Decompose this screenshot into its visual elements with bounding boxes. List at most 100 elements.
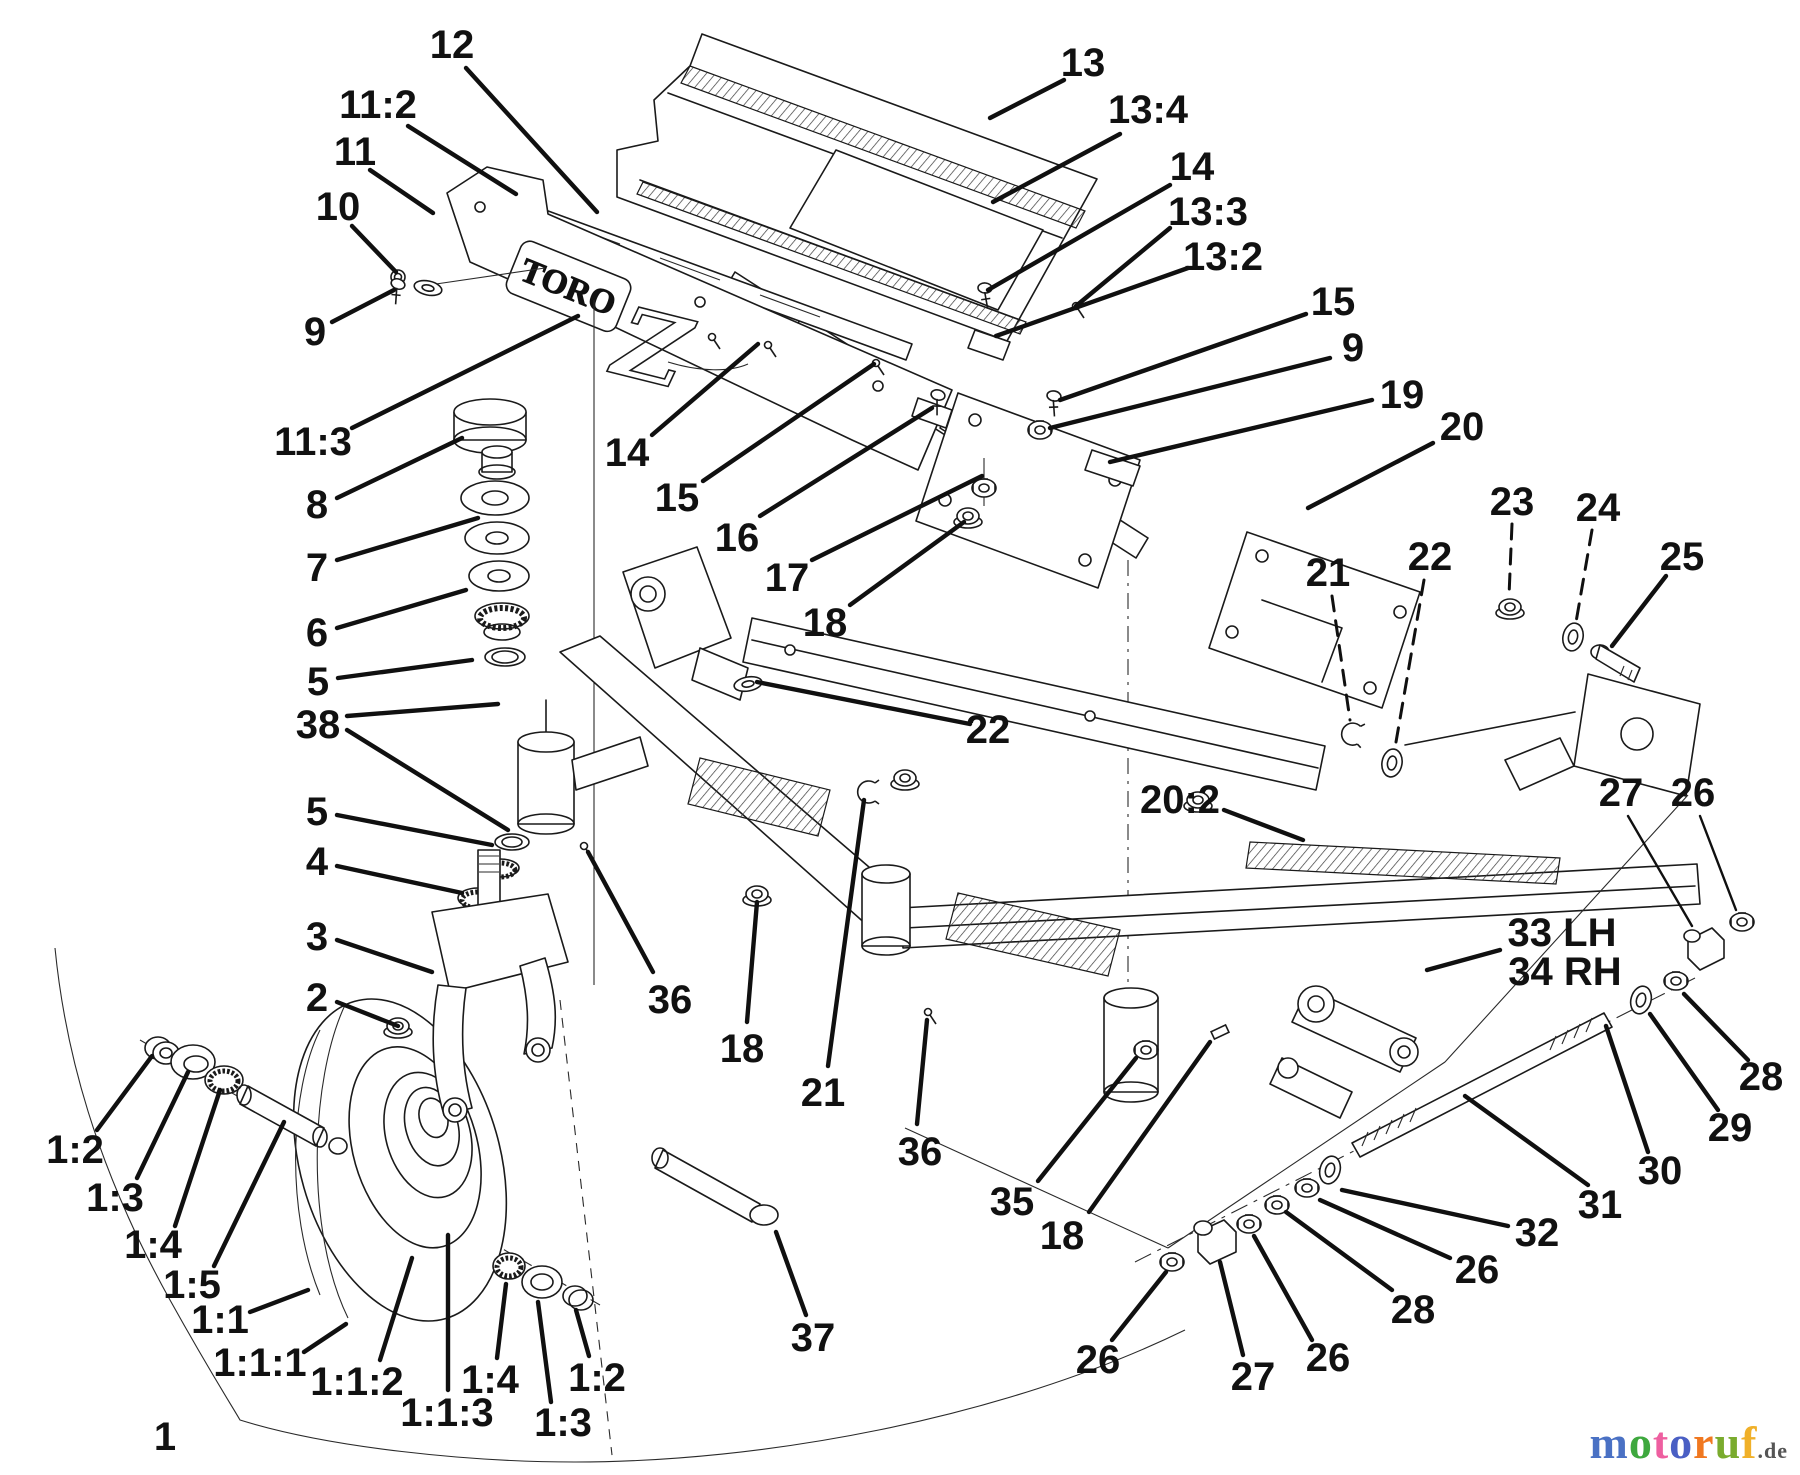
part-label-34-RH: 34 RH [1508,950,1621,994]
leader-line-5 [335,657,475,681]
leader-line-15 [700,361,877,484]
washer-icon [1561,622,1585,652]
leader-line-35 [1035,1055,1139,1184]
leader-line-18 [744,899,760,1025]
watermark-letter: f [1741,1417,1758,1468]
leader-line-1:3 [535,1299,554,1405]
part-label-36: 36 [898,1130,943,1174]
part-label-38: 38 [296,703,341,747]
nut-icon [1264,1195,1290,1215]
nut-icon [1294,1178,1320,1198]
leader-line-36 [585,849,656,975]
part-label-15: 15 [655,476,700,520]
pin-icon [707,332,721,350]
part-label-13: 13 [1061,41,1106,85]
part-label-9: 9 [1342,326,1364,370]
part-labels: 1211:21110911:387653854321:21:31:41:51:1… [46,23,1783,1459]
leader-line-1:4 [494,1281,509,1361]
part-label-21: 21 [1306,551,1351,595]
part-label-26: 26 [1455,1248,1500,1292]
part-label-1:4: 1:4 [461,1358,520,1402]
part-label-1:2: 1:2 [568,1356,626,1400]
watermark-letter: t [1652,1417,1670,1468]
leader-line-1:2 [94,1053,155,1133]
main-frame [559,392,1701,1249]
part-label-20:2: 20:2 [1140,778,1220,822]
leader-line-13:3 [1073,225,1173,309]
part-label-36: 36 [648,978,693,1022]
watermark-logo: motoruf.de [1590,1416,1789,1469]
leader-line-24 [1573,528,1594,630]
part-label-12: 12 [430,23,475,67]
fwasher-icon [413,279,443,297]
leader-line-9 [1047,355,1333,431]
part-label-6: 6 [306,611,328,655]
leader-line-9 [329,287,397,325]
nut-icon [1663,971,1689,991]
part-label-25: 25 [1660,535,1705,579]
part-label-15: 15 [1311,280,1356,324]
part-label-8: 8 [306,483,328,527]
ering-icon [856,779,880,805]
part-label-26: 26 [1076,1338,1121,1382]
part-label-1:4: 1:4 [124,1223,183,1267]
fnut-icon [1495,598,1525,620]
washer-icon [1318,1155,1342,1185]
leader-line-18 [1086,1039,1213,1215]
watermark-letter: r [1693,1417,1715,1468]
pin-icon [923,1007,937,1025]
plate-hardware-25 [1590,644,1641,683]
leader-line-20 [1305,440,1436,511]
washer-icon [1381,748,1403,778]
part-label-7: 7 [306,546,328,590]
leader-line-1:1 [247,1287,311,1315]
nut-icon [971,478,997,498]
leader-line-1:5 [211,1119,287,1269]
part-label-37: 37 [791,1316,836,1360]
side-plate: TORO Z [435,166,953,471]
part-label-1:1:3: 1:1:3 [400,1391,493,1435]
screw-icon [930,389,946,416]
part-label-1:1: 1:1 [191,1298,249,1342]
part-label-26: 26 [1306,1336,1351,1380]
fnut-icon [890,769,920,791]
leader-line-26 [1109,1269,1169,1343]
leader-line-1:2 [573,1307,592,1359]
adjustment-rod [1134,927,1725,1265]
leader-line-15 [1057,311,1309,403]
part-label-13:3: 13:3 [1168,190,1248,234]
leader-line-30 [1603,1023,1651,1155]
part-label-28: 28 [1739,1055,1784,1099]
caster-fork [431,849,613,1456]
part-label-22: 22 [966,708,1011,752]
part-label-27: 27 [1599,771,1644,815]
watermark-letter: u [1714,1417,1742,1468]
part-label-17: 17 [765,556,810,600]
part-label-28: 28 [1391,1288,1436,1332]
part-label-19: 19 [1380,373,1425,417]
deck-top-panel [616,33,1098,342]
part-label-33-LH: 33 LH [1508,911,1617,955]
leader-line-5 [334,812,495,848]
caster-spindle-stack [453,398,649,911]
nut-icon [1133,1040,1159,1060]
part-label-1:5: 1:5 [163,1263,221,1307]
leader-line-2 [334,999,401,1029]
part-label-11:2: 11:2 [339,83,417,127]
leader-line-1:1:1 [301,1321,349,1355]
watermark-letter: o [1669,1417,1694,1468]
leader-line-4 [334,863,465,896]
nut-icon [1159,1252,1185,1272]
part-label-1:1:1: 1:1:1 [213,1341,306,1385]
leader-line-10 [349,223,399,275]
fnut-icon [1183,791,1213,813]
leader-line-1:1:2 [377,1255,415,1363]
part-label-1: 1 [154,1415,176,1459]
part-label-27: 27 [1231,1355,1276,1399]
assembly-bracket-curve [54,947,1186,1463]
leader-line-23 [1507,522,1514,598]
part-label-32: 32 [1515,1211,1560,1255]
leader-line-11:2 [405,123,519,197]
